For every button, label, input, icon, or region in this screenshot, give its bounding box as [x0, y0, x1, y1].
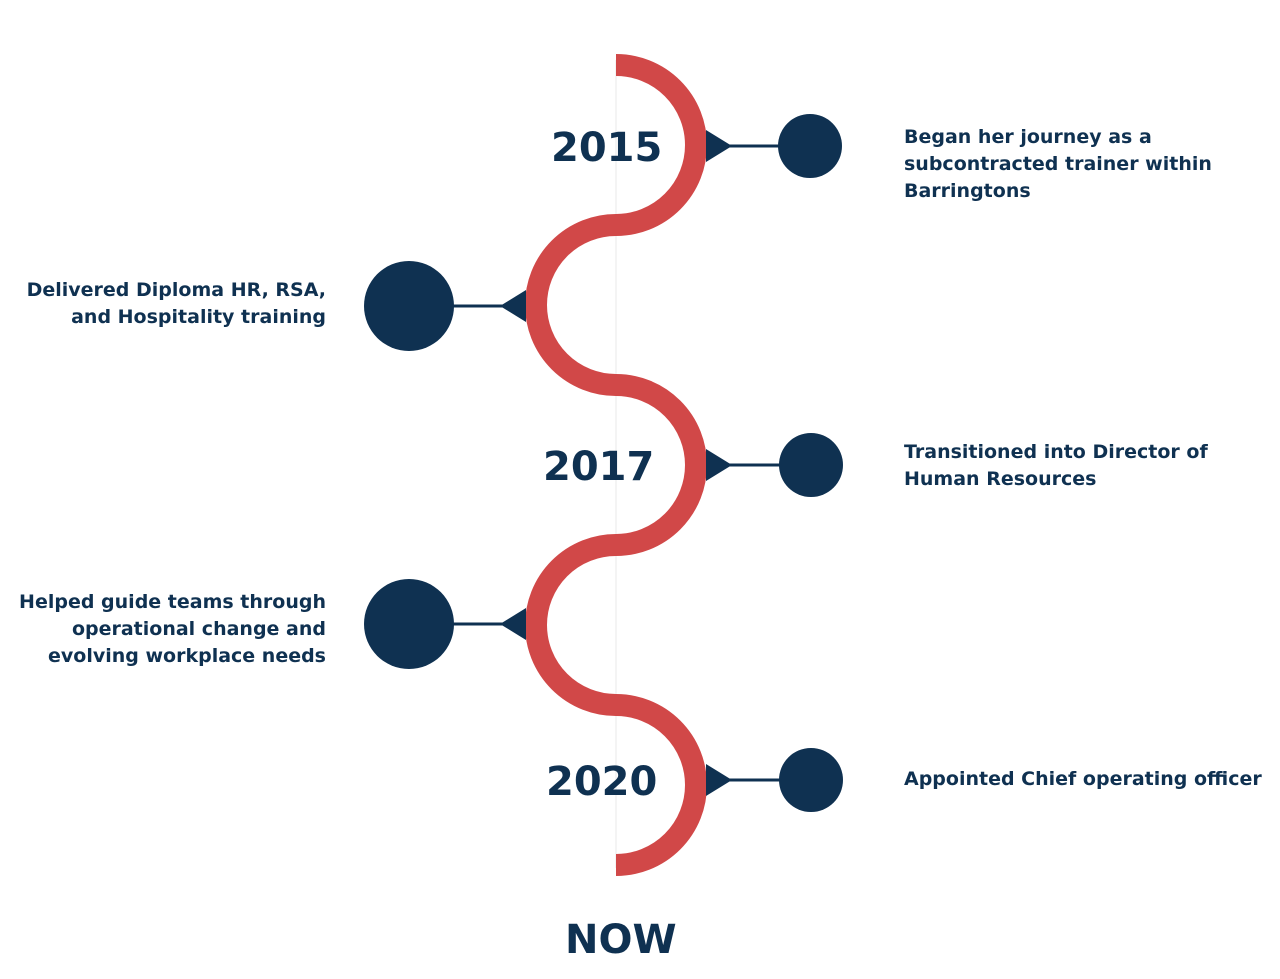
- milestone-node-2017: [779, 433, 843, 497]
- winding-path: [525, 54, 707, 876]
- year-label-2015: 2015: [551, 125, 663, 171]
- milestone-connector-2015: [706, 130, 782, 162]
- milestone-description-diploma: Delivered Diploma HR, RSA, and Hospitali…: [26, 279, 326, 328]
- year-label-2020: 2020: [546, 759, 658, 805]
- milestone-connector-2017: [706, 449, 782, 481]
- milestone-connector-diploma: [450, 290, 526, 322]
- milestone-description-teams: Helped guide teams through operational c…: [19, 591, 326, 667]
- milestone-node-diploma: [364, 261, 454, 351]
- milestone-description-2017: Transitioned into Director of Human Reso…: [904, 441, 1208, 490]
- year-label-2017: 2017: [543, 444, 655, 490]
- milestone-description-2015: Began her journey as a subcontracted tra…: [904, 126, 1212, 202]
- milestone-node-teams: [364, 579, 454, 669]
- milestone-connector-2020: [706, 764, 782, 796]
- milestone-node-2015: [778, 114, 842, 178]
- milestone-description-2020: Appointed Chief operating officer: [904, 768, 1262, 790]
- end-label-now: NOW: [565, 917, 677, 963]
- milestone-node-2020: [779, 748, 843, 812]
- milestone-connector-teams: [450, 608, 526, 640]
